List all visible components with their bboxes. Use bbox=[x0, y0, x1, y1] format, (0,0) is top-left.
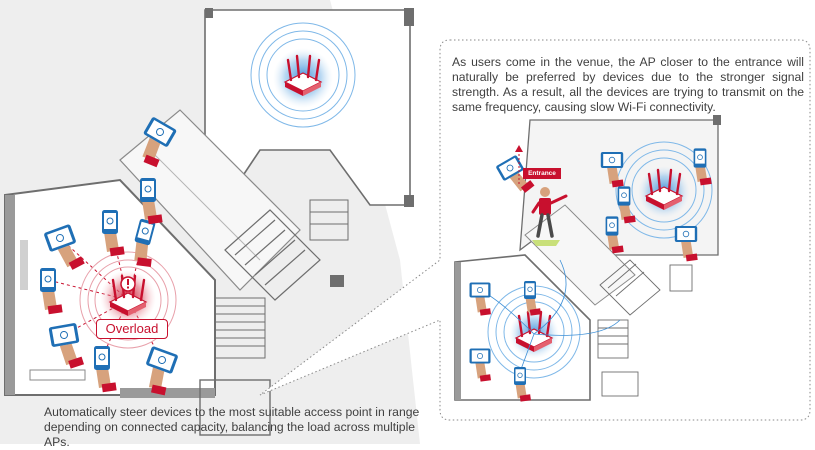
person-icon bbox=[515, 145, 568, 246]
entrance-access-point bbox=[615, 141, 713, 239]
stairs bbox=[214, 199, 349, 359]
restroom-block bbox=[224, 209, 321, 301]
entrance-sign: Entrance bbox=[523, 168, 561, 179]
main-floor-plan bbox=[0, 0, 420, 444]
callout-description: As users come in the venue, the AP close… bbox=[452, 55, 804, 114]
overload-label: Overload bbox=[96, 319, 168, 339]
load-balancing-caption: Automatically steer devices to the most … bbox=[44, 405, 420, 449]
warning-icon bbox=[120, 276, 136, 292]
overloaded-access-point bbox=[47, 223, 177, 361]
idle-access-point bbox=[250, 22, 356, 128]
